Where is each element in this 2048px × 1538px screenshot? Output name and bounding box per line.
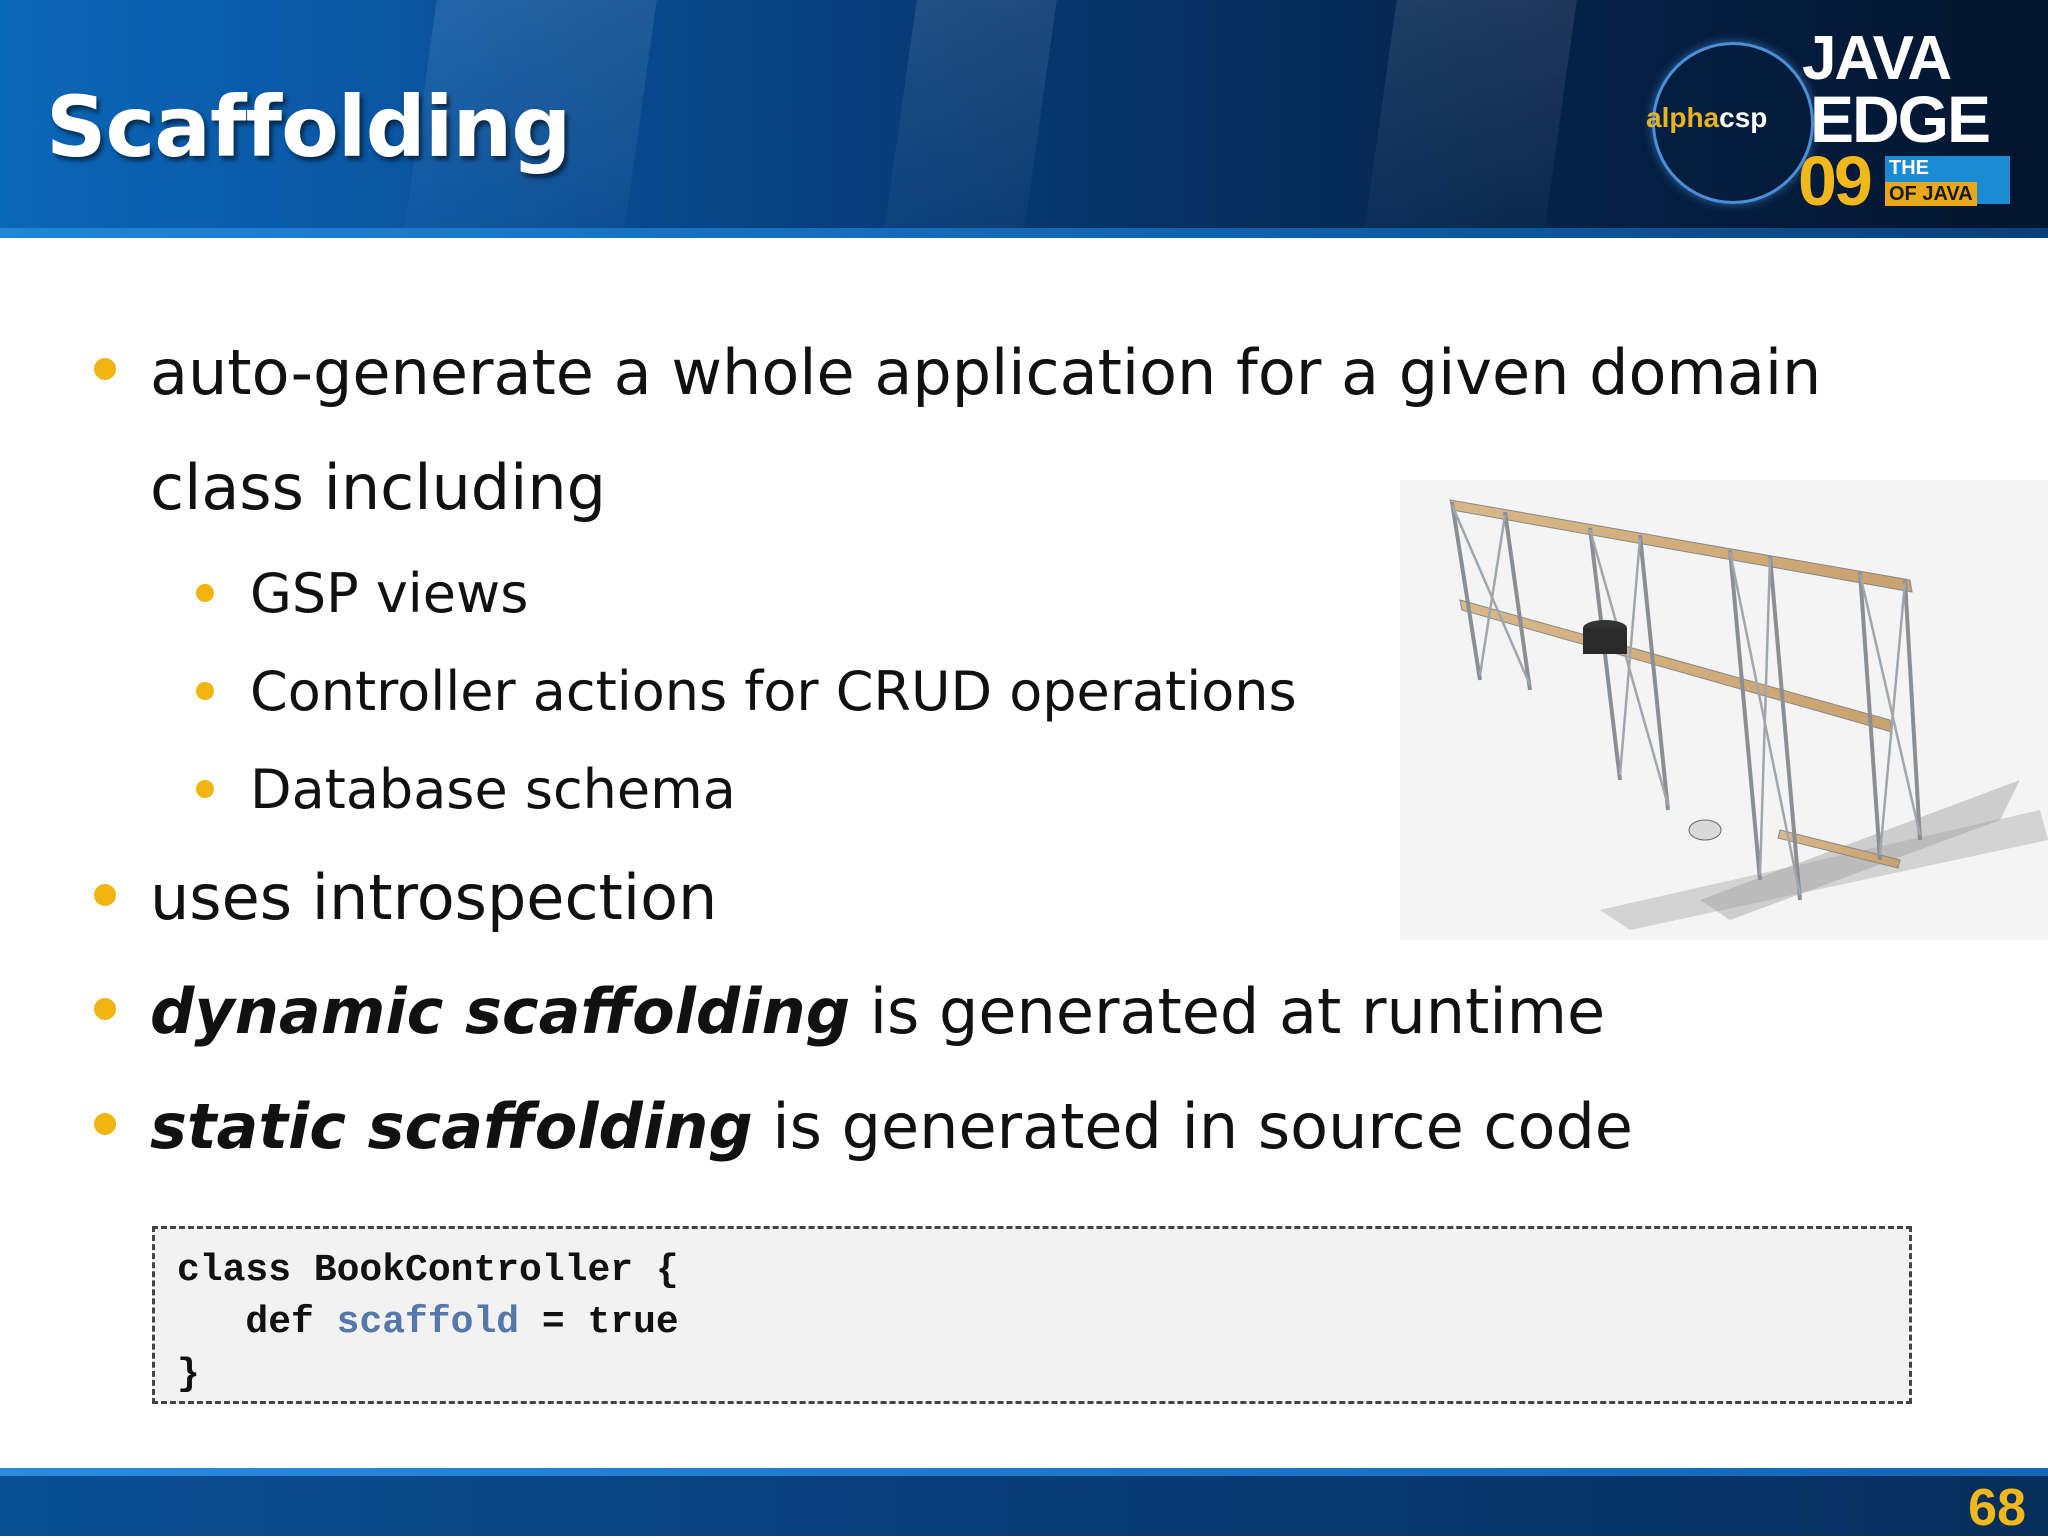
sub-bullet-text: Controller actions for CRUD operations <box>250 660 1297 723</box>
bullet-text-rest: is generated in source code <box>752 1090 1633 1163</box>
logo-java: JAVA <box>1802 24 1952 93</box>
code-keyword: scaffold <box>336 1301 520 1344</box>
bullet-text-continued: class including <box>150 451 606 524</box>
bullet-text: auto-generate a whole application for a … <box>150 336 1822 409</box>
shadow <box>1600 810 2048 930</box>
code-token: def <box>177 1301 337 1344</box>
scaffold-image <box>1400 480 2048 940</box>
bullet-dot <box>94 884 116 906</box>
scaffold-frame <box>1450 501 1922 901</box>
bullet-dot <box>94 358 116 380</box>
page-number: 68 <box>1968 1479 2026 1537</box>
logo-alphacsp: alphacsp <box>1646 102 1767 134</box>
sub-bullet-dot <box>196 780 214 798</box>
logo-year: 09 <box>1798 142 1873 220</box>
sub-bullet-dot <box>196 584 214 602</box>
logo-ring <box>1652 42 1814 204</box>
logo-csp-text: csp <box>1719 102 1768 133</box>
footer-top-bar <box>0 1468 2048 1476</box>
bottom-plank <box>1777 829 1901 869</box>
bullet-text: static scaffolding is generated in sourc… <box>150 1090 1633 1163</box>
slide-title: Scaffolding <box>46 78 571 176</box>
scaffold-bracing <box>1450 504 1922 896</box>
slide-header: Scaffolding alphacsp JAVA EDGE 09 THE FU… <box>0 0 2048 238</box>
code-line: } <box>177 1353 200 1396</box>
bullet-dot <box>94 998 116 1020</box>
header-bottom-bar <box>0 228 2048 238</box>
emphasis-text: static scaffolding <box>150 1090 753 1163</box>
bullet-text-rest: is generated at runtime <box>850 975 1606 1048</box>
bullet-text: uses introspection <box>150 861 718 934</box>
javaedge-logo: alphacsp JAVA EDGE 09 THE FUTURE OF JAVA <box>1640 28 2010 218</box>
sub-bullet-dot <box>196 682 214 700</box>
bucket-body <box>1583 628 1627 654</box>
code-token: = true <box>519 1301 679 1344</box>
bullet-text: dynamic scaffolding is generated at runt… <box>150 975 1605 1048</box>
logo-tag-ofjava: OF JAVA <box>1885 182 1977 206</box>
code-block: class BookController { def scaffold = tr… <box>152 1226 1912 1404</box>
bullet-dot <box>94 1113 116 1135</box>
logo-alpha-text: alpha <box>1646 102 1720 133</box>
sub-bullet-text: GSP views <box>250 562 529 625</box>
header-sheen <box>883 0 1057 238</box>
emphasis-text: dynamic scaffolding <box>150 975 851 1048</box>
header-sheen <box>1363 0 1577 238</box>
code-line: class BookController { <box>177 1249 679 1292</box>
logo-edge: EDGE <box>1810 82 1991 156</box>
helmet <box>1688 819 1722 841</box>
code-line: def scaffold = true <box>177 1297 1909 1349</box>
slide-footer: 68 <box>0 1468 2048 1537</box>
sub-bullet-text: Database schema <box>250 758 736 821</box>
